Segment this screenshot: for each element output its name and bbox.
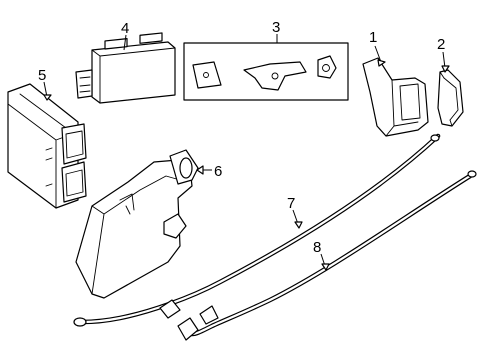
arrow-8 (321, 263, 330, 271)
callout-6: 6 (214, 163, 222, 180)
callout-8: 8 (313, 239, 321, 256)
arrow-1 (377, 59, 386, 67)
arrow-5 (43, 94, 52, 101)
part-3-bracket-kit[interactable] (183, 42, 349, 101)
callout-7: 7 (287, 195, 295, 212)
part-2-seal[interactable] (437, 69, 464, 127)
arrow-2 (441, 65, 450, 73)
part-5-control-module[interactable] (7, 83, 87, 209)
part-4-module[interactable] (75, 32, 176, 104)
leader-1 (374, 45, 382, 63)
callout-2: 2 (437, 36, 445, 53)
arrow-7 (294, 221, 303, 229)
part-7-cable[interactable] (73, 133, 441, 327)
callout-3: 3 (272, 19, 280, 36)
part-1-sensor-housing[interactable] (362, 57, 429, 137)
leader-2 (442, 51, 446, 69)
part-8-cable[interactable] (177, 170, 477, 341)
bracket-c (317, 55, 337, 79)
callout-4: 4 (121, 20, 129, 37)
leader-4 (123, 34, 127, 51)
arrow-6 (196, 165, 204, 175)
part-6-actuator[interactable] (75, 149, 199, 299)
bracket-a (192, 61, 222, 89)
bracket-b (243, 61, 307, 91)
callout-1: 1 (369, 29, 377, 46)
callout-5: 5 (38, 67, 46, 84)
